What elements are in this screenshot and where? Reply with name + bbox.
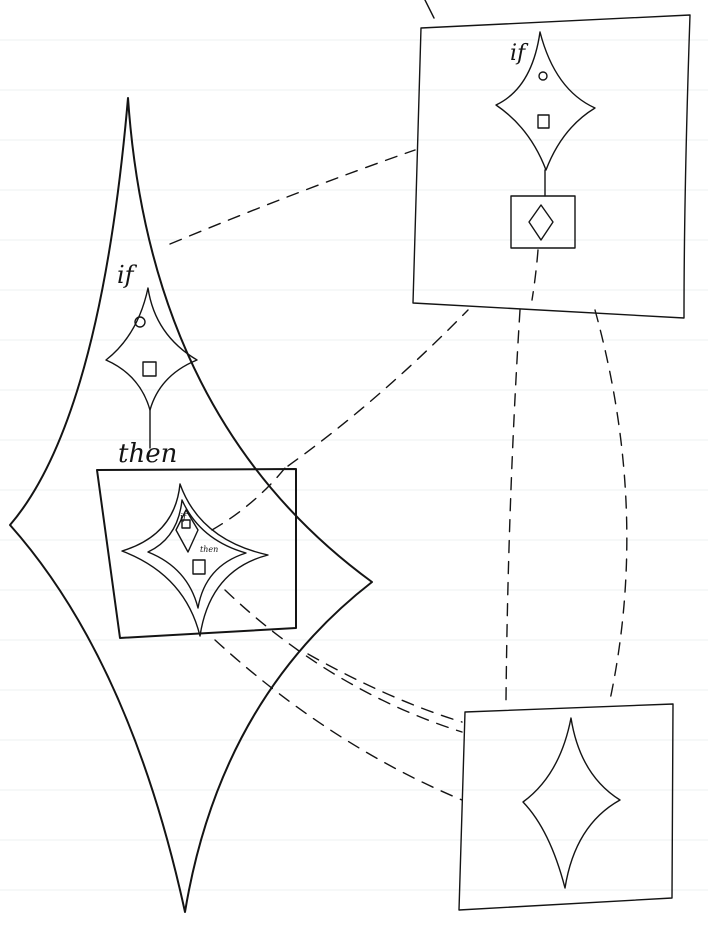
top-panel-circle-symbol [539, 72, 547, 80]
top-right-panel [413, 15, 690, 318]
main-then-label: then [118, 439, 177, 469]
top-panel-if-label: if [510, 41, 529, 66]
nested-then-label: then [200, 545, 218, 554]
then-inner-outline [148, 500, 246, 608]
main-if-diamond [106, 288, 197, 410]
main-if-label: if [117, 261, 138, 289]
main-square-symbol [143, 362, 156, 376]
dashed-connectors [170, 0, 627, 800]
nested-if-label: if [180, 513, 188, 523]
ruled-lines [0, 40, 708, 890]
nested-square-b [193, 560, 205, 574]
top-panel-square-symbol [538, 115, 549, 128]
bottom-panel-concave-diamond [523, 718, 620, 888]
top-panel-small-diamond [529, 205, 553, 240]
